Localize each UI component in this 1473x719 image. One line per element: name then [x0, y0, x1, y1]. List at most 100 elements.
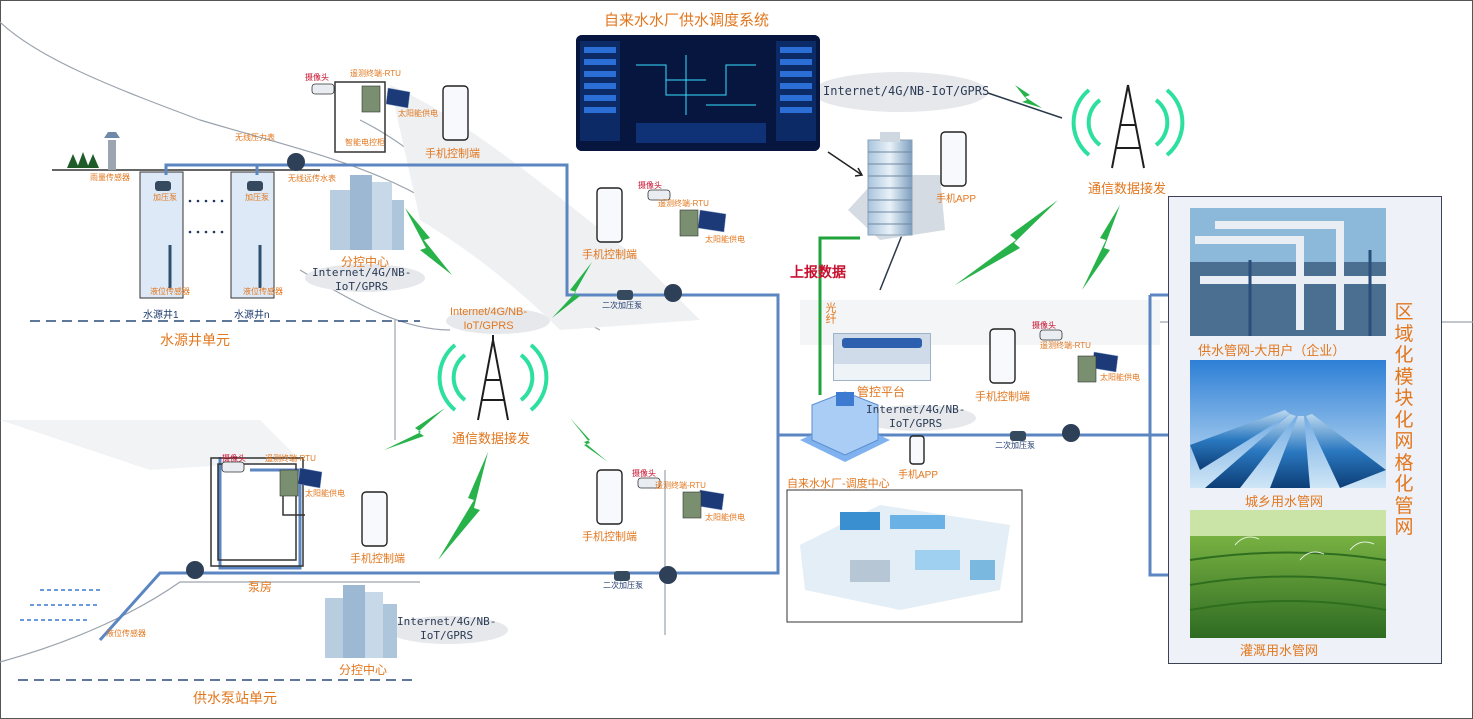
signal-bolts [384, 85, 1120, 560]
fiber-link [818, 236, 860, 395]
dispatch-tower-icon [848, 132, 945, 240]
wireless-meter-label: 无线远传水表 [288, 174, 336, 183]
mast-tower-center [437, 335, 549, 421]
water-level-lines [20, 589, 100, 621]
phone-control-label: 手机控制端 [582, 249, 637, 261]
network-line-2: IoT/GPRS [335, 280, 389, 293]
report-data-label: 上报数据 [790, 264, 846, 280]
dispatch-center-building-icon [800, 391, 890, 462]
rtu-label: 遥测终端-RTU [265, 454, 316, 463]
solar-label: 太阳能供电 [1100, 373, 1140, 382]
phone-control-label: 手机控制端 [975, 391, 1030, 403]
well-n [230, 171, 275, 299]
photo-industrial-pipes [1190, 208, 1386, 336]
network-line-1: Internet/4G/NB- [397, 615, 497, 628]
camera-label: 摄像头 [305, 73, 329, 82]
rtu-label: 遥测终端-RTU [655, 481, 706, 490]
management-platform-label: 管控平台 [857, 385, 906, 399]
well-1 [139, 171, 184, 299]
dashboard-graphics [576, 35, 820, 151]
fiber-label: 光纤 [824, 302, 836, 324]
well-dots [188, 199, 224, 234]
level-sensor-label-pump: 液位传感器 [106, 629, 146, 638]
phone-app-label-top: 手机APP [936, 194, 977, 205]
system-title: 自来水水厂供水调度系统 [604, 12, 770, 29]
phone-control-label: 手机控制端 [350, 553, 405, 565]
photo-label-irrigation: 灌溉用水管网 [1240, 643, 1319, 658]
camera-icon [221, 83, 1063, 489]
regional-char: 块 [1394, 388, 1414, 409]
regional-char: 网 [1394, 431, 1414, 452]
booster-label: 二次加压泵 [602, 301, 642, 310]
regional-char: 化 [1394, 345, 1414, 366]
network-line-1: Internet/4G/NB- [866, 403, 966, 416]
network-label-sub-top: Internet/4G/NB- IoT/GPRS [312, 266, 411, 294]
phone-icon [361, 85, 1016, 547]
rtu-box-icon [279, 85, 1097, 519]
sub-control-label-bottom: 分控中心 [339, 663, 388, 677]
cabinet-label: 智能电控柜 [345, 138, 385, 147]
level-sensor-label-n: 液位传感器 [243, 287, 283, 296]
photo-label-urban: 城乡用水管网 [1245, 494, 1324, 509]
rain-sensor-icon [104, 132, 120, 170]
regional-char: 区 [1394, 302, 1414, 323]
well-1-label: 水源井1 [143, 310, 179, 321]
trees-icon [67, 152, 99, 168]
camera-label: 摄像头 [1032, 321, 1056, 330]
sub-control-building-icon [325, 585, 397, 658]
regional-network-title: 区 域 化 模 块 化 网 格 化 管 网 [1393, 302, 1415, 539]
platform-screen-icon [842, 338, 922, 348]
phone-control-label: 手机控制端 [582, 531, 637, 543]
pump-unit-label: 供水泵站单元 [193, 690, 277, 706]
network-label-dispatch: Internet/4G/NB- IoT/GPRS [866, 403, 965, 431]
regional-char: 化 [1394, 409, 1414, 431]
network-label-center: Internet/4G/NB- IoT/GPRS [450, 305, 527, 333]
photo-urban-pipelines [1190, 360, 1386, 488]
booster-label: 二次加压泵 [603, 581, 643, 590]
rtu-label: 遥测终端-RTU [658, 199, 709, 208]
photo-irrigation-field [1189, 510, 1387, 638]
hill-shade [390, 85, 700, 330]
regional-char: 域 [1394, 323, 1414, 345]
phone-control-label: 手机控制端 [425, 148, 480, 160]
sub-control-label-top: 分控中心 [341, 255, 390, 269]
comm-relay-label-center: 通信数据接发 [452, 431, 531, 446]
regional-char: 化 [1394, 474, 1414, 495]
comm-relay-label-right: 通信数据接发 [1088, 181, 1167, 196]
link-line [984, 91, 1063, 119]
regional-char: 管 [1394, 495, 1414, 517]
source-unit-label: 水源井单元 [160, 332, 230, 348]
network-label-top: Internet/4G/NB-IoT/GPRS [823, 84, 990, 98]
pressure-pump-label-1: 加压泵 [153, 193, 177, 202]
network-line-1: Internet/4G/NB- [450, 306, 528, 318]
regional-char: 网 [1394, 517, 1414, 538]
booster-label: 二次加压泵 [995, 441, 1035, 450]
regional-char: 格 [1394, 452, 1414, 474]
camera-label: 摄像头 [222, 454, 246, 463]
network-line-2: IoT/GPRS [463, 320, 514, 332]
mast-tower-right [1071, 84, 1185, 169]
network-line-2: IoT/GPRS [889, 417, 943, 430]
plant-layout-icon [800, 505, 1010, 610]
dispatch-dashboard-screen[interactable] [576, 35, 820, 151]
phone-app-label-dispatch: 手机APP [898, 470, 939, 481]
solar-label: 太阳能供电 [305, 489, 345, 498]
well-n-label: 水源井n [234, 310, 270, 321]
pump-house-label: 泵房 [248, 580, 273, 594]
solar-panel-icon [297, 87, 1119, 511]
rtu-label: 遥测终端-RTU [350, 69, 401, 78]
flow-meter-icon [186, 153, 1080, 584]
network-label-pump: Internet/4G/NB- IoT/GPRS [397, 615, 496, 643]
pump-icon [155, 181, 1026, 581]
network-line-1: Internet/4G/NB- [312, 266, 412, 279]
regional-char: 模 [1394, 366, 1414, 388]
sync-arrow [827, 151, 864, 177]
solar-label: 太阳能供电 [398, 109, 438, 118]
pressure-pump-label-n: 加压泵 [245, 193, 269, 202]
camera-label: 摄像头 [638, 181, 662, 190]
sub-control-building-icon [330, 175, 404, 250]
platform-desk-icon [834, 364, 930, 380]
